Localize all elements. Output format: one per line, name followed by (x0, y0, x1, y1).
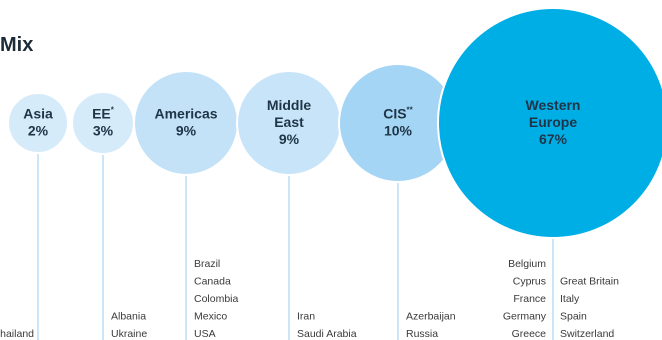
country-label: Russia (406, 328, 438, 340)
country-label: Azerbaijan (406, 311, 456, 323)
bubble-region-label-5: Europe (529, 114, 577, 130)
bubble-region-label-1: EE* (92, 106, 115, 122)
bubble-share-label-1: 3% (93, 123, 114, 139)
country-label: Germany (503, 311, 547, 323)
country-label: Great Britain (560, 276, 619, 288)
country-label: Ukraine (111, 328, 147, 340)
bubble-region-label-3: Middle (267, 97, 312, 113)
country-label: Spain (560, 311, 587, 323)
country-label: Iran (297, 311, 315, 323)
country-label: Switzerland (560, 328, 614, 340)
country-label: Saudi Arabia (297, 328, 357, 340)
bubble-5 (437, 7, 662, 239)
country-label: USA (194, 328, 216, 340)
country-label: Belgium (508, 258, 546, 270)
bubble-region-label-2: Americas (154, 106, 217, 122)
bubble-share-label-4: 10% (384, 123, 413, 139)
bubble-region-label-0: Asia (23, 106, 53, 122)
country-label: Brazil (194, 258, 220, 270)
bubble-region-label-4: CIS** (383, 106, 413, 122)
bubble-share-label-2: 9% (176, 123, 197, 139)
country-label: Albania (111, 311, 146, 323)
country-label: Mexico (194, 311, 227, 323)
bubble-share-label-0: 2% (28, 123, 49, 139)
country-label: France (513, 293, 546, 305)
bubble-region-label-5: Western (526, 97, 581, 113)
chart-title: Mix (0, 34, 34, 56)
country-label: Cyprus (513, 276, 546, 288)
bubble-0 (7, 92, 69, 154)
country-label: Greece (512, 328, 547, 340)
country-label: Canada (194, 276, 231, 288)
country-label: Italy (560, 293, 580, 305)
bubble-share-label-5: 67% (539, 131, 568, 147)
country-label: Colombia (194, 293, 239, 305)
bubble-share-label-3: 9% (279, 131, 300, 147)
country-label: Thailand (0, 328, 34, 340)
bubble-region-label-3: East (274, 114, 304, 130)
